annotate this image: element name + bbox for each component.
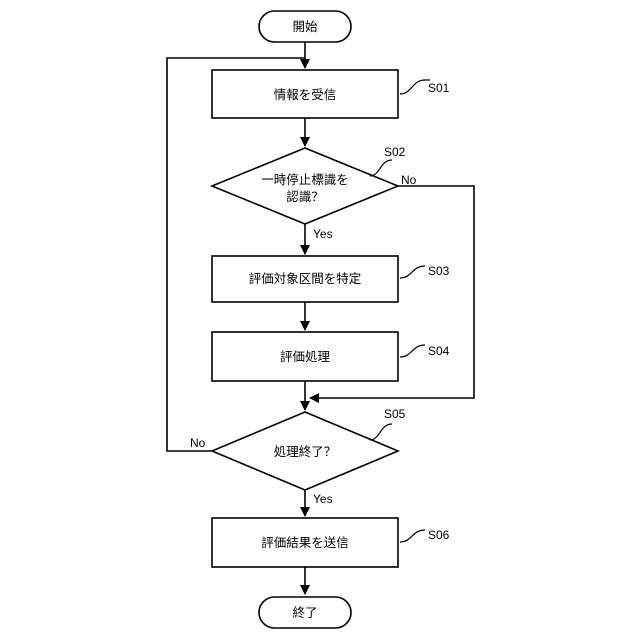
step-s05-label: S05 xyxy=(384,407,406,421)
step-s04-label: S04 xyxy=(428,344,450,358)
decision-stop-sign-line2: 認識？ xyxy=(286,189,324,204)
s03-leader xyxy=(400,266,425,278)
process-receive-info-label: 情報を受信 xyxy=(274,87,337,102)
step-s02-label: S02 xyxy=(384,145,406,159)
process-identify-section-label: 評価対象区間を特定 xyxy=(249,271,362,286)
decision-processing-done-label: 処理終了？ xyxy=(274,444,337,459)
step-s03-label: S03 xyxy=(428,264,450,278)
process-evaluate-label: 評価処理 xyxy=(280,349,331,364)
s05-leader xyxy=(370,424,392,440)
s05-yes-label: Yes xyxy=(313,492,333,506)
end-label: 終了 xyxy=(292,605,317,620)
s02-no-label: No xyxy=(401,173,417,187)
s06-leader xyxy=(400,530,425,542)
s01-leader xyxy=(400,80,430,94)
s05-no-label: No xyxy=(190,436,206,450)
s02-yes-label: Yes xyxy=(313,227,333,241)
process-send-result-label: 評価結果を送信 xyxy=(261,535,349,550)
s02-leader xyxy=(370,160,392,176)
start-label: 開始 xyxy=(292,19,318,34)
s04-leader xyxy=(400,345,425,357)
step-s06-label: S06 xyxy=(428,528,450,542)
step-s01-label: S01 xyxy=(428,81,450,95)
decision-stop-sign-line1: 一時停止標識を xyxy=(261,172,349,187)
